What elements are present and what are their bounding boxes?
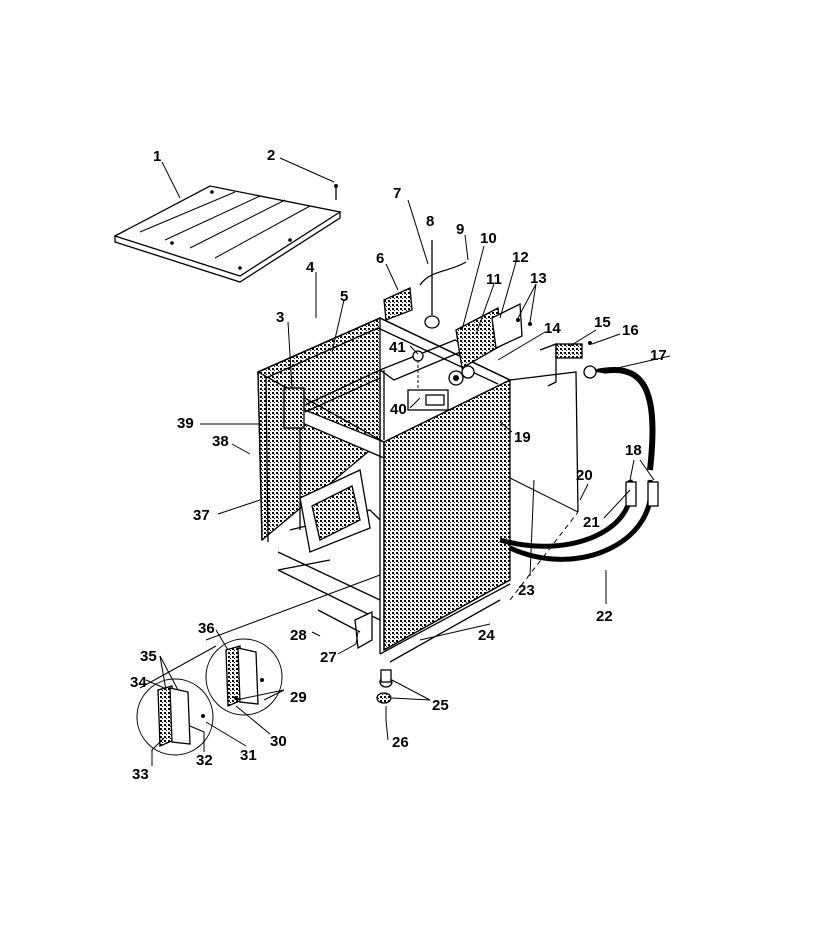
callout-36: 36: [198, 620, 215, 637]
callout-38: 38: [212, 433, 229, 450]
callout-23: 23: [518, 582, 535, 599]
hoses: [499, 365, 659, 562]
detail-leader-lines: [139, 574, 381, 689]
callout-18: 18: [625, 442, 642, 459]
callout-8: 8: [426, 213, 434, 230]
callout-16: 16: [622, 322, 639, 339]
callout-24: 24: [478, 627, 495, 644]
callout-30: 30: [270, 733, 287, 750]
callout-labels: 1 2 3 4 5 6 7 8 9 10 11 12 13 14 15 16 1…: [130, 147, 667, 783]
callout-11: 11: [486, 271, 502, 288]
top-panel: [113, 185, 342, 283]
callout-7: 7: [393, 185, 401, 202]
callout-21: 21: [583, 514, 600, 531]
callout-25: 25: [432, 697, 449, 714]
callout-37: 37: [193, 507, 210, 524]
callout-19: 19: [514, 429, 531, 446]
detail-view-right: [205, 638, 283, 716]
callout-9: 9: [456, 221, 464, 238]
back-panel: [509, 371, 579, 601]
callout-1: 1: [153, 148, 161, 165]
callout-12: 12: [512, 249, 529, 266]
callout-33: 33: [132, 766, 149, 783]
callout-26: 26: [392, 734, 409, 751]
callout-29: 29: [290, 689, 307, 706]
top-components: [383, 240, 592, 387]
callout-15: 15: [594, 314, 611, 331]
callout-20: 20: [576, 467, 593, 484]
callout-35: 35: [140, 648, 157, 665]
callout-32: 32: [196, 752, 213, 769]
detail-view-left: [136, 678, 214, 756]
callout-28: 28: [290, 627, 307, 644]
cabinet: [256, 317, 512, 655]
callout-34: 34: [130, 674, 147, 691]
callout-17: 17: [650, 347, 667, 364]
callout-22: 22: [596, 608, 613, 625]
screw-2: [334, 184, 338, 200]
callout-2: 2: [267, 147, 275, 164]
callout-5: 5: [340, 288, 348, 305]
callout-14: 14: [544, 320, 561, 337]
callout-40: 40: [390, 401, 407, 418]
callout-27: 27: [320, 649, 337, 666]
callout-13: 13: [530, 270, 547, 287]
callout-10: 10: [480, 230, 497, 247]
callout-4: 4: [306, 259, 315, 276]
leader-lines: [145, 157, 671, 766]
callout-6: 6: [376, 250, 384, 267]
base-components: [277, 559, 501, 704]
callout-3: 3: [276, 309, 284, 326]
control-assembly: [407, 350, 475, 411]
callout-41: 41: [389, 339, 406, 356]
callout-39: 39: [177, 415, 194, 432]
callout-31: 31: [240, 747, 257, 764]
